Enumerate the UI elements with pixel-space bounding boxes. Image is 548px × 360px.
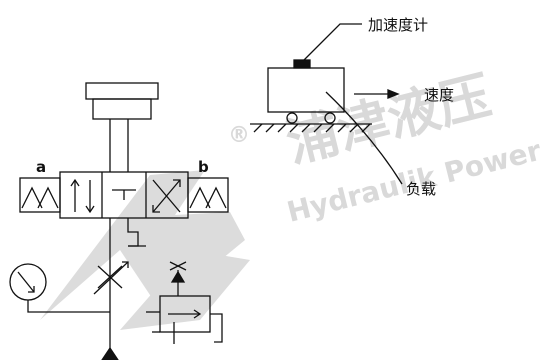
needle-valve bbox=[93, 261, 129, 295]
pump-source bbox=[101, 346, 119, 360]
port-a-label: a bbox=[36, 158, 46, 176]
port-b-label: b bbox=[198, 158, 209, 176]
velocity-label: 速度 bbox=[424, 86, 454, 104]
load-leader bbox=[325, 91, 403, 185]
watermark-reg: ® bbox=[228, 123, 250, 148]
watermark-logo bbox=[40, 170, 250, 330]
solenoid-left bbox=[19, 177, 61, 213]
hydraulic-circuit bbox=[9, 82, 229, 360]
ground bbox=[250, 123, 372, 133]
pump-unit bbox=[146, 295, 223, 344]
load-assembly bbox=[250, 23, 403, 185]
regulator bbox=[169, 261, 187, 296]
wheel-left bbox=[286, 112, 298, 124]
accelerometer-label: 加速度计 bbox=[368, 16, 428, 34]
solenoid-right bbox=[187, 177, 229, 213]
wheel-right bbox=[324, 112, 336, 124]
mass-block bbox=[267, 67, 345, 113]
accelerometer-leader bbox=[303, 23, 362, 61]
watermark: ® 浦津液压 Hydraulik Power bbox=[40, 66, 544, 330]
actuator-cylinder bbox=[85, 82, 159, 172]
pressure-gauge bbox=[9, 263, 110, 313]
velocity-arrowhead bbox=[387, 89, 400, 99]
accelerometer-block bbox=[293, 59, 311, 69]
load-label: 负载 bbox=[406, 180, 436, 198]
